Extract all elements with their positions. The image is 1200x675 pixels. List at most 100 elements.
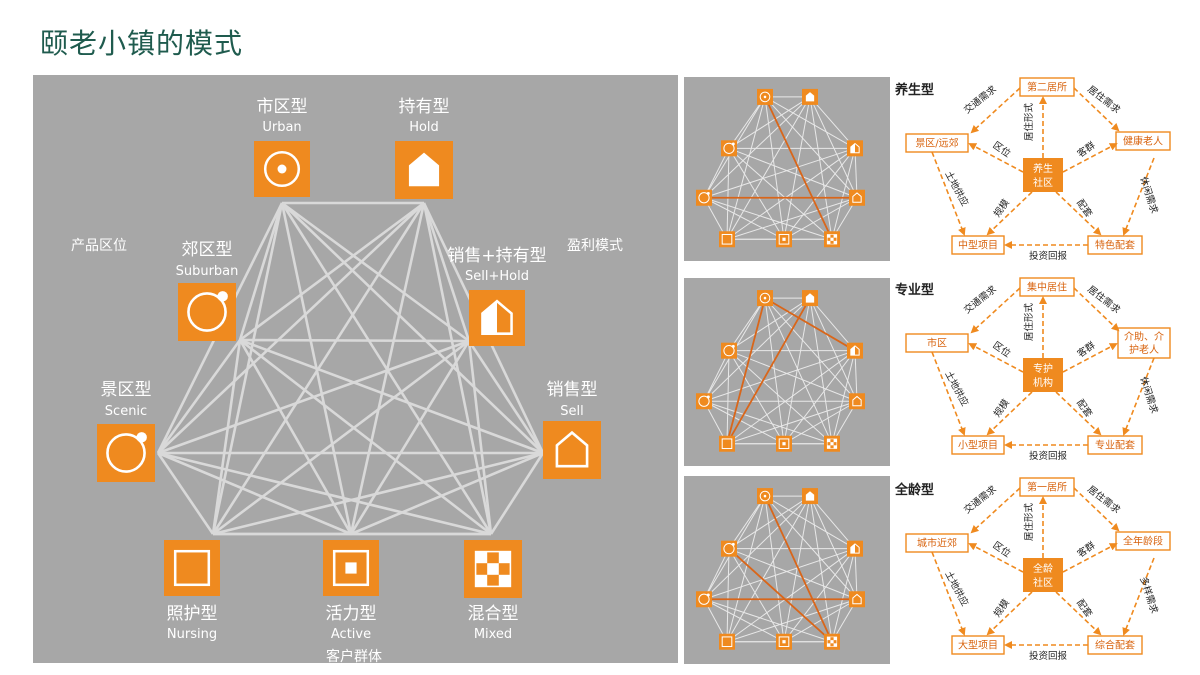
axis-profit-label: 盈利模式 [567, 238, 623, 254]
connection-line [726, 548, 730, 642]
ring-dot-icon [696, 591, 712, 608]
node-label-cn: 销售+持有型 [447, 246, 546, 266]
connection-line [726, 598, 858, 643]
connection-line [350, 451, 544, 536]
node-active [323, 540, 379, 596]
node-sellhold [469, 290, 525, 346]
connection-line [764, 96, 858, 199]
connection-line [349, 202, 426, 535]
node-mixed [464, 540, 522, 598]
connection-line [831, 548, 856, 642]
connection-line [239, 338, 470, 343]
edge-label: 配套 [1074, 597, 1095, 620]
flow-box-label: 介助、介 [1124, 330, 1164, 343]
flow-arrow [968, 143, 1024, 173]
node-suburban [178, 283, 236, 341]
flow-box-label: 综合配套 [1095, 639, 1135, 652]
connection-line [239, 338, 544, 455]
house-half-icon [469, 290, 525, 346]
highlight-line [764, 297, 856, 352]
square-outline-icon [164, 540, 220, 596]
center-label: 社区 [1033, 576, 1053, 589]
thumbnail-panel-1 [684, 77, 890, 261]
flow-arrow [1062, 143, 1118, 173]
connection-line [703, 400, 785, 445]
connection-line [467, 340, 493, 535]
connection-line [703, 548, 856, 600]
connection-line [764, 298, 785, 444]
type-title: 全龄型 [894, 482, 934, 498]
flow-box [1115, 131, 1171, 151]
connection-line [809, 298, 833, 444]
connection-line [703, 148, 730, 198]
connection-line [703, 197, 785, 240]
flow-arrow [1055, 391, 1102, 436]
highlight-line [728, 548, 833, 643]
flow-box-label: 城市近郊 [917, 537, 957, 550]
connection-line [809, 96, 856, 149]
edge-label: 交通需求 [961, 483, 999, 516]
edge-label: 配套 [1074, 397, 1095, 420]
connection-line [728, 350, 785, 444]
ring-dot-icon [696, 189, 712, 206]
connection-line [422, 202, 471, 342]
square-outline-icon [719, 633, 735, 650]
flow-box-label: 小型项目 [958, 439, 998, 452]
flow-box-label: 特色配套 [1095, 239, 1135, 252]
connection-line [728, 495, 811, 550]
node-label-en: Suburban [176, 264, 239, 279]
node-label-cn: 销售型 [547, 380, 598, 400]
flow-arrow [968, 343, 1024, 373]
node-label-en: Hold [409, 120, 439, 135]
house-filled-icon [802, 290, 818, 307]
target-icon [757, 290, 773, 307]
flow-box-label: 大型项目 [958, 639, 998, 652]
flow-box-label: 健康老人 [1123, 135, 1163, 148]
connection-line [212, 451, 544, 536]
center-box [1023, 358, 1063, 392]
connection-line [783, 598, 858, 643]
connection-line [726, 197, 858, 240]
ring-dot-icon [178, 283, 236, 341]
flow-arrow [970, 287, 1021, 334]
connection-line [703, 548, 730, 600]
node-label-cn: 混合型 [468, 604, 519, 624]
flow-arrow [1122, 157, 1155, 236]
edge-label: 规模 [991, 597, 1012, 620]
connection-line [238, 202, 284, 341]
center-label: 养生 [1033, 162, 1053, 175]
type-diagram: 全龄型全龄社区第一居所城市近郊全年龄段大型项目综合配套交通需求居住需求区位居住形… [894, 477, 1171, 662]
center-box [1023, 158, 1063, 192]
flow-box-label: 集中居住 [1027, 281, 1067, 294]
square-outline-icon [719, 435, 735, 452]
ring-dot-icon [721, 342, 737, 359]
connection-line [467, 340, 545, 454]
connection-line [809, 495, 858, 600]
type-title: 专业型 [895, 282, 934, 298]
edge-label: 土地供应 [942, 569, 971, 609]
flow-box-label: 市区 [927, 337, 947, 350]
flow-arrow [1062, 343, 1118, 373]
connection-line [703, 96, 811, 199]
node-label-cn: 照护型 [167, 604, 218, 624]
house-outline-icon [849, 393, 865, 410]
thumbnail-panel-2 [684, 278, 890, 466]
center-box [1023, 558, 1063, 592]
connection-line [809, 96, 858, 198]
ring-dot-icon [696, 393, 712, 410]
node-urban [254, 141, 310, 197]
edge-label: 居住形式 [1023, 303, 1035, 342]
center-label: 专护 [1033, 362, 1053, 375]
node-label-cn: 活力型 [326, 604, 377, 624]
connection-line [703, 598, 833, 643]
thumbnail-panel-3 [684, 476, 890, 664]
ring-dot-icon [721, 140, 737, 157]
connection-line [703, 350, 856, 402]
checker-icon [824, 633, 840, 650]
flow-box-label: 第一居所 [1027, 481, 1067, 494]
thumbnail-diagram [696, 290, 865, 452]
connection-line [239, 338, 492, 536]
square-dot-icon [776, 231, 792, 248]
edge-label: 居住形式 [1023, 503, 1035, 542]
thumbnail-diagram [696, 88, 865, 248]
